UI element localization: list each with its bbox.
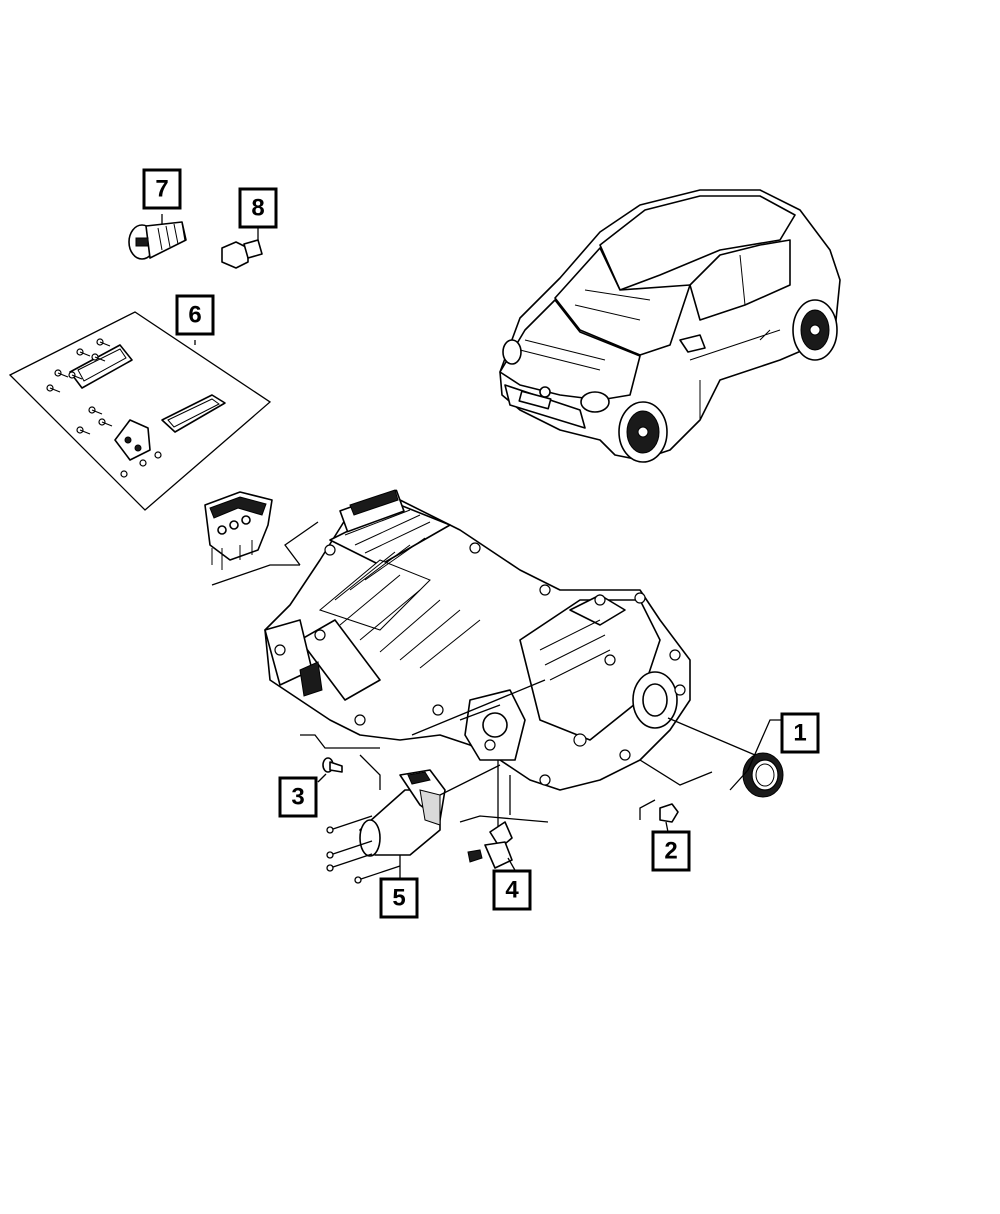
svg-text:5: 5 bbox=[392, 885, 405, 912]
oil-seal bbox=[667, 717, 790, 798]
vehicle-illustration bbox=[499, 189, 841, 463]
callout-3: 3 bbox=[278, 776, 318, 818]
torx-bolt bbox=[128, 214, 187, 260]
svg-text:6: 6 bbox=[188, 302, 201, 329]
svg-text:8: 8 bbox=[251, 195, 264, 222]
control-module bbox=[204, 491, 319, 586]
callout-5: 5 bbox=[379, 877, 419, 919]
screw bbox=[317, 757, 343, 783]
callout-6: 6 bbox=[175, 294, 215, 336]
callout-8: 8 bbox=[238, 187, 278, 229]
svg-text:4: 4 bbox=[505, 877, 519, 904]
svg-text:3: 3 bbox=[291, 784, 304, 811]
callout-1: 1 bbox=[780, 712, 820, 754]
svg-text:7: 7 bbox=[155, 176, 168, 203]
svg-text:2: 2 bbox=[664, 838, 677, 865]
callout-7: 7 bbox=[142, 168, 182, 210]
hex-plug bbox=[221, 228, 263, 269]
sensor bbox=[467, 821, 517, 873]
callout-2: 2 bbox=[651, 830, 691, 872]
gasket-and-bolt-kit bbox=[8, 311, 272, 511]
svg-text:1: 1 bbox=[793, 720, 806, 747]
callout-4: 4 bbox=[492, 869, 532, 911]
transmission-assembly bbox=[264, 489, 713, 835]
actuator-with-bolts bbox=[326, 764, 501, 884]
plug bbox=[639, 799, 679, 833]
